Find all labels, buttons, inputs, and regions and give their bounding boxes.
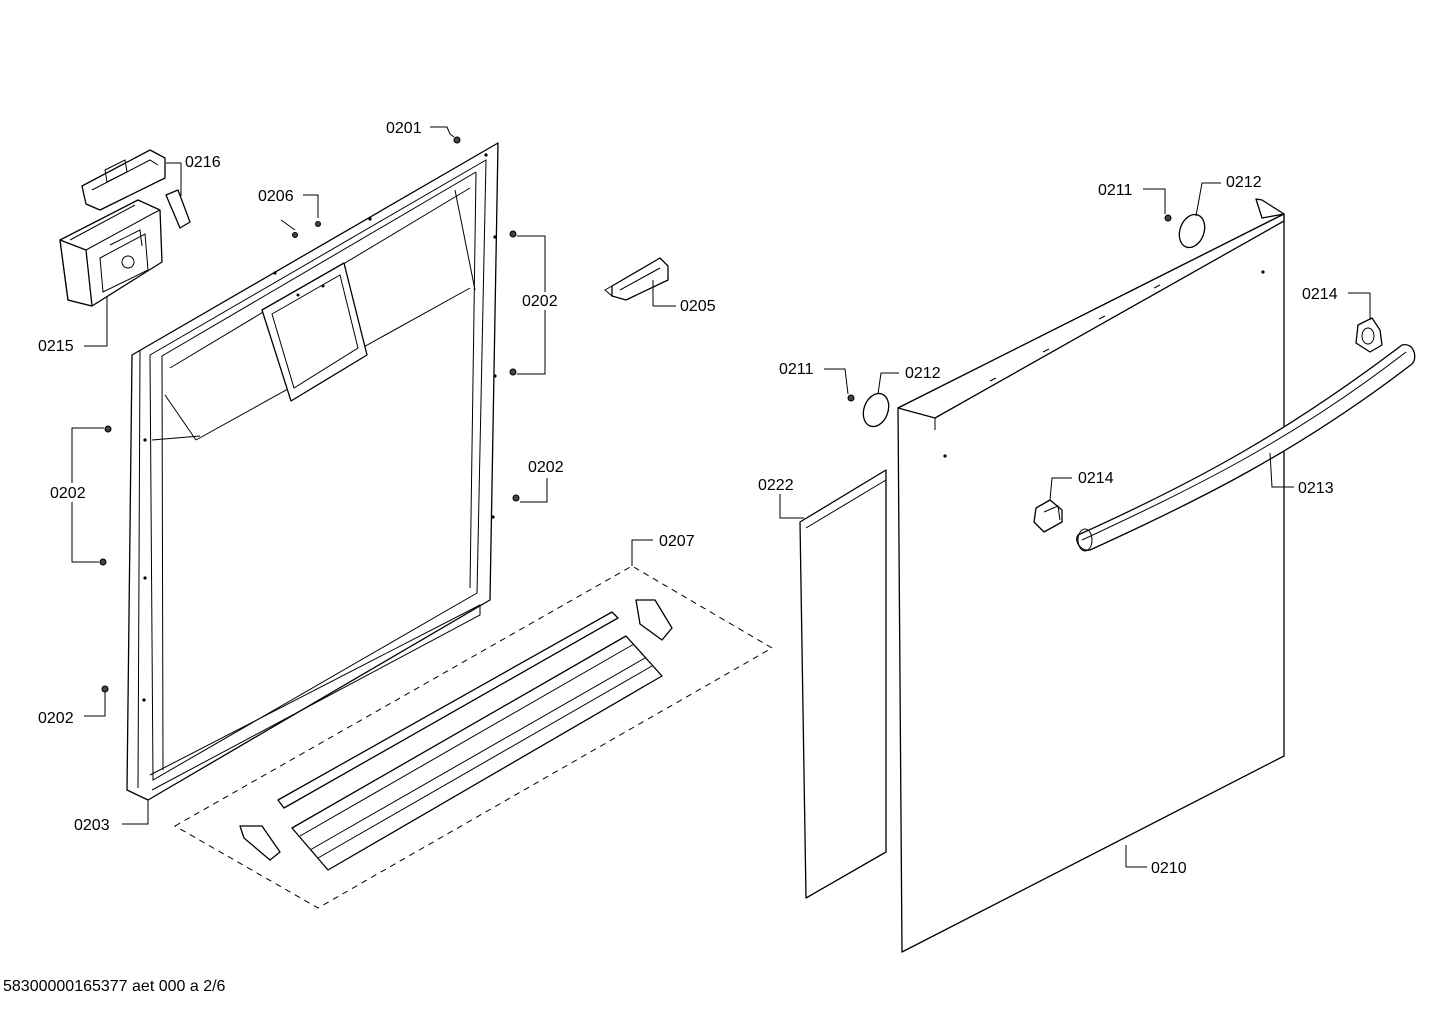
bottom-seal-kit: [173, 565, 773, 909]
screw-icon: [509, 230, 517, 238]
callout-0216: 0216: [185, 154, 221, 171]
screw-icon: [509, 368, 517, 376]
callout-0215: 0215: [38, 338, 74, 355]
screw-icon: [449, 133, 461, 144]
callout-0212: 0212: [905, 365, 941, 382]
screw-icons: [99, 133, 1172, 693]
callout-0214: 0214: [1302, 286, 1338, 303]
callout-0212: 0212: [1226, 174, 1262, 191]
screw-icon: [99, 558, 107, 566]
callout-0211: 0211: [779, 361, 814, 378]
screw-icon: [315, 221, 321, 227]
outer-door-panel: [897, 198, 1285, 953]
insulation-panel: [799, 469, 887, 899]
callout-0201: 0201: [386, 120, 422, 137]
screw-icon: [512, 494, 520, 502]
screw-icon: [847, 394, 855, 402]
callout-0214: 0214: [1078, 470, 1114, 487]
screw-icon: [104, 425, 112, 433]
callout-0211: 0211: [1098, 182, 1133, 199]
leader-lines: [71, 126, 1371, 868]
lock-bracket: [81, 149, 191, 229]
washer: [862, 392, 890, 428]
callout-0206: 0206: [258, 188, 294, 205]
door-handle: [1076, 344, 1416, 552]
callout-0203: 0203: [74, 817, 110, 834]
handle-end-cap: [1355, 317, 1383, 353]
callout-0202: 0202: [528, 459, 564, 476]
detergent-dispenser: [59, 199, 163, 307]
door-clip: [604, 257, 669, 301]
screw-icon: [292, 232, 298, 238]
screw-icon: [1164, 214, 1172, 222]
callout-0202: 0202: [50, 485, 86, 502]
callout-0207: 0207: [659, 533, 695, 550]
callout-0202: 0202: [522, 293, 558, 310]
callout-labels: 0201 0216 0206 0202 0205 0215 0202 0202 …: [38, 120, 1338, 877]
callout-0205: 0205: [680, 298, 716, 315]
inner-door-frame: [126, 142, 499, 801]
callout-0202: 0202: [38, 710, 74, 727]
drawing-reference-number: 58300000165377 aet 000 a 2/6: [3, 978, 226, 995]
callout-0210: 0210: [1151, 860, 1187, 877]
callout-0213: 0213: [1298, 480, 1334, 497]
washer: [1178, 213, 1206, 249]
screw-icon: [101, 685, 109, 693]
callout-0222: 0222: [758, 477, 794, 494]
